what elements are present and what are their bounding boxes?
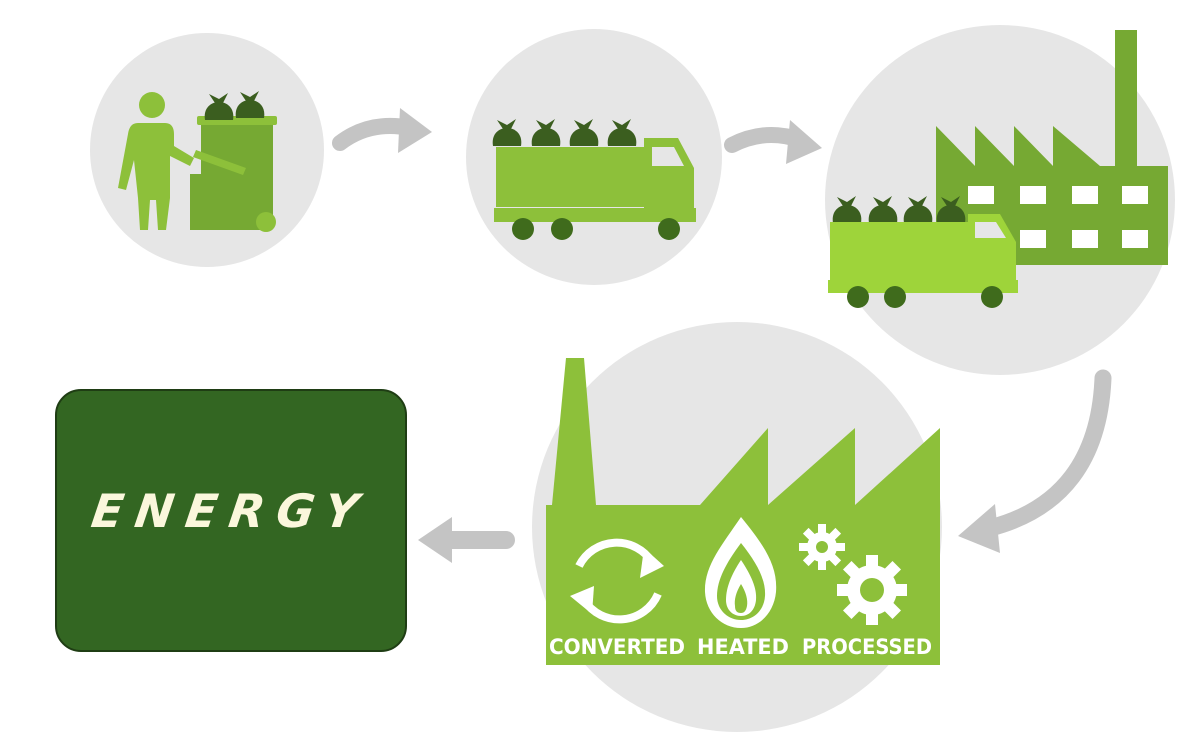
waste-bin-icon <box>190 116 277 232</box>
person-icon <box>118 92 194 230</box>
gear-icon <box>799 524 845 570</box>
arrow-icon <box>724 120 822 164</box>
label-heated: HEATED <box>697 635 789 659</box>
factory-windows <box>968 186 1148 248</box>
recycle-icon <box>570 538 664 624</box>
energy-output-box: ENERGY <box>55 389 407 652</box>
arrow-icon <box>958 369 1112 553</box>
label-converted: CONVERTED <box>549 635 685 659</box>
arrow-icon <box>418 517 515 563</box>
arrow-icon <box>332 108 432 153</box>
flame-icon <box>704 517 777 628</box>
truck-icon <box>494 138 696 240</box>
truck-icon <box>828 214 1018 308</box>
label-processed: PROCESSED <box>802 635 932 659</box>
energy-label: ENERGY <box>88 483 374 538</box>
gear-icon <box>837 555 907 625</box>
